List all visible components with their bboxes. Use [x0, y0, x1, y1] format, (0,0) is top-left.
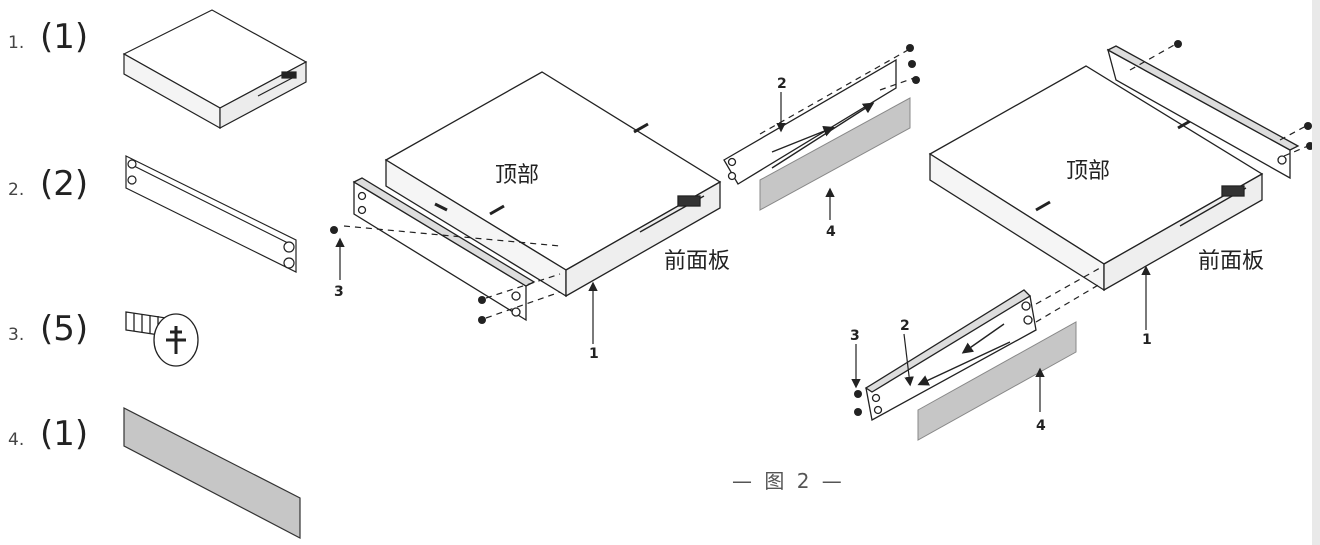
callout-2: 2	[900, 318, 910, 334]
part-index: 2.	[8, 180, 24, 200]
parts-list: 1. (1) 2. (2) 3. (5)	[8, 9, 308, 539]
front-panel-label: 前面板	[664, 249, 730, 274]
screw-icon	[125, 311, 199, 367]
callout-1: 1	[1142, 332, 1152, 348]
figure-caption: — 图 2 —	[732, 469, 845, 493]
part-quantity: (1)	[40, 414, 88, 454]
callout-3: 3	[334, 284, 344, 300]
foam-strip-right	[917, 321, 1077, 441]
assembly-view-right: 顶部 前面板	[850, 40, 1314, 441]
assembly-view-left: 顶部 前面板	[330, 44, 920, 362]
part-index: 1.	[8, 33, 24, 53]
foam-strip-icon	[123, 407, 301, 539]
foam-strip-left	[759, 97, 911, 211]
callout-2: 2	[777, 76, 787, 92]
callout-1: 1	[589, 346, 599, 362]
device-front-face	[565, 180, 721, 298]
rack-ear-icon	[125, 155, 297, 273]
front-panel-label: 前面板	[1198, 249, 1264, 274]
part-quantity: (1)	[40, 17, 88, 57]
top-label: 顶部	[1066, 159, 1110, 184]
device-icon	[122, 9, 308, 130]
screw-icon	[906, 44, 920, 84]
part-index: 4.	[8, 430, 24, 450]
rack-ear-left-far	[723, 58, 897, 185]
callout-4: 4	[1036, 418, 1046, 434]
device-front-face	[1103, 172, 1263, 292]
top-label: 顶部	[495, 163, 539, 188]
screw-icon	[854, 390, 862, 416]
callout-4: 4	[826, 224, 836, 240]
page-edge	[1312, 0, 1320, 545]
part-quantity: (5)	[40, 309, 88, 349]
rack-ear-right-far	[1106, 45, 1300, 180]
callout-3: 3	[850, 328, 860, 344]
part-quantity: (2)	[40, 164, 88, 204]
part-index: 3.	[8, 325, 24, 345]
screw-icon	[330, 226, 486, 324]
rack-ear-left-near	[352, 177, 536, 322]
rack-ear-right-near	[864, 289, 1037, 422]
